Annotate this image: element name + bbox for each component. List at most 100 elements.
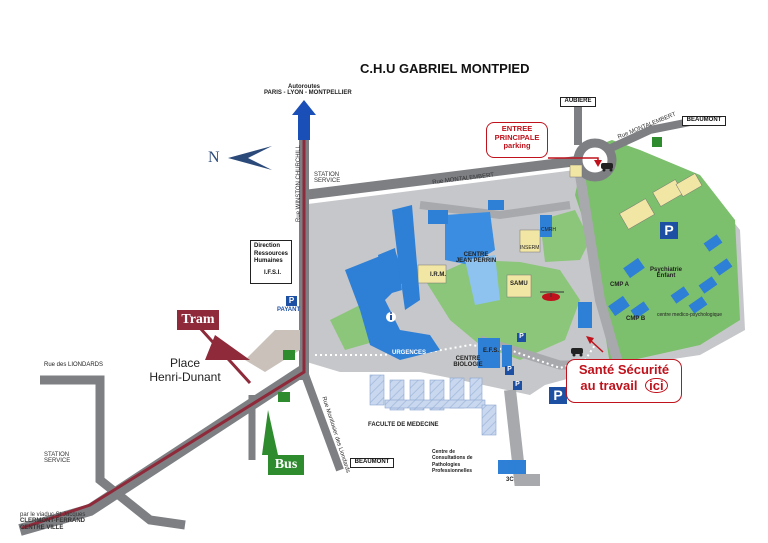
viaduct-line1: par le viaduc St Jacques [20, 512, 86, 518]
station-service-top: STATION SERVICE [314, 172, 340, 185]
building-inserm [519, 229, 541, 253]
sante-securite-callout[interactable]: Santé Sécurité au travail ici [566, 359, 682, 403]
label-biologie: CENTRE BIOLOGIE [453, 356, 483, 369]
label-medico: centre medico-psychologique [657, 312, 723, 318]
entrance-line3: parking [503, 141, 531, 151]
building-urgences [345, 250, 440, 360]
label-faculte: FACULTE DE MEDECINE [368, 422, 439, 428]
label-jean-perrin: CENTRE JEAN PERRIN [455, 252, 497, 265]
road-south [18, 364, 308, 536]
station-left-line2: SERVICE [44, 458, 71, 465]
building-irm-annex [417, 264, 447, 284]
compass-arrow-icon [228, 146, 272, 170]
compass-north-label: N [208, 149, 220, 166]
parking-sign: P [286, 296, 297, 306]
tram-stop-icon [283, 350, 295, 360]
sante-arrow [589, 339, 604, 353]
place-line2: Henri-Dunant [149, 370, 221, 385]
street-liondards: Rue des LIONDARDS [44, 362, 104, 368]
tram-pointer-line [198, 326, 252, 385]
inner-road [575, 174, 625, 372]
exit-aubiere[interactable]: AUBIERE [560, 97, 596, 107]
inner-road [419, 201, 571, 220]
building-yellow [619, 198, 655, 230]
sante-arrow-head [586, 336, 594, 344]
bus-pointer [262, 410, 278, 455]
direction-line3: Humaines [254, 258, 283, 264]
building-jean-perrin-annex [465, 255, 500, 305]
faculte-buildings [369, 374, 497, 436]
map-title: C.H.U GABRIEL MONTPIED [360, 61, 530, 76]
tram-line [21, 135, 306, 530]
label-consultations: Centre de Consultations de Pathologies P… [432, 449, 473, 474]
green-area-inserm [540, 210, 590, 262]
label-inserm: INSERM [520, 245, 540, 251]
road-montalembert [303, 155, 586, 200]
helicopter-icon [540, 291, 564, 301]
parking-sign: P [660, 222, 678, 239]
place-line1: Place [169, 356, 201, 370]
exit-beaumont-top[interactable]: BEAUMONT [682, 116, 726, 126]
label-cmp-b: CMP B [626, 316, 646, 322]
road-liondards-east [300, 370, 344, 472]
autoroute-arrow [292, 100, 316, 140]
label-cmrh: CMRH [541, 227, 556, 233]
info-icon [386, 312, 396, 322]
parking-payant-label: PAYANT [277, 307, 301, 313]
label-samu: SAMU [510, 281, 528, 287]
inner-road-south [504, 389, 540, 486]
autoroutes-line1: Autoroutes [288, 84, 320, 90]
car-icon [571, 348, 583, 357]
parking-lot [245, 330, 300, 372]
sante-ici: ici [645, 377, 668, 394]
parking-sign: P [549, 387, 567, 404]
entrance-line2: PRINCIPALE [494, 132, 540, 142]
viaduct-line3: CENTRE VILLE [20, 524, 64, 531]
building-small [569, 164, 583, 178]
bus-stop-icon [652, 137, 662, 147]
station-left-line1: STATION [44, 452, 70, 458]
direction-box: Direction Ressources Humaines I.F.S.I. [250, 240, 292, 284]
bus-badge[interactable]: Bus [268, 455, 304, 475]
road-liondards-west [40, 375, 186, 530]
building-yellow [675, 173, 703, 197]
building-biologie [478, 338, 500, 368]
parking-sign: P [517, 333, 526, 342]
exit-beaumont-bottom[interactable]: BEAUMONT [350, 458, 394, 468]
building-samu [506, 274, 532, 298]
tram-badge[interactable]: Tram [177, 310, 219, 330]
bus-stop-icon [278, 392, 290, 402]
car-icon [601, 163, 613, 172]
autoroutes-label: Autoroutes PARIS - LYON - MONTPELLIER [264, 84, 352, 97]
building-small-blue [428, 210, 448, 224]
label-efs: E.F.S. [483, 348, 500, 354]
building-efs [502, 345, 512, 367]
psychiatry-blocks [608, 234, 733, 319]
building-3c [498, 460, 526, 474]
direction-line4: I.F.S.I. [263, 269, 281, 276]
sante-line1: Santé Sécurité [578, 362, 670, 377]
direction-line1: Direction [254, 243, 281, 249]
label-cmp-a: CMP A [610, 282, 630, 288]
parking-sign: P [513, 381, 522, 390]
station-service-left: STATION SERVICE [44, 452, 70, 465]
street-churchill: Rue WINSTON CHURCHILL [296, 145, 302, 222]
sante-line2: au travail [580, 377, 638, 393]
station-top-line2: SERVICE [314, 178, 341, 185]
entrance-line1: ENTREE [501, 124, 533, 133]
entrance-callout[interactable]: ENTREE PRINCIPALE parking [486, 122, 548, 158]
place-label: Place Henri-Dunant [140, 356, 230, 385]
tram-pointer [205, 335, 250, 360]
building-jean-perrin [445, 212, 495, 265]
direction-line2: Ressources [254, 250, 289, 257]
label-psychiatrie: Psychiatrie Enfant [649, 267, 683, 280]
sante-line2-row: au travail ici [567, 377, 681, 394]
entrance-arrow-head [594, 160, 602, 167]
building-cmrh [540, 215, 552, 237]
parking-sign: P [505, 366, 514, 375]
viaduct-line2: CLERMONT-FERRAND [20, 518, 85, 525]
building-east [578, 302, 592, 328]
building-main-wing [392, 205, 420, 310]
building-small-blue [488, 200, 504, 210]
